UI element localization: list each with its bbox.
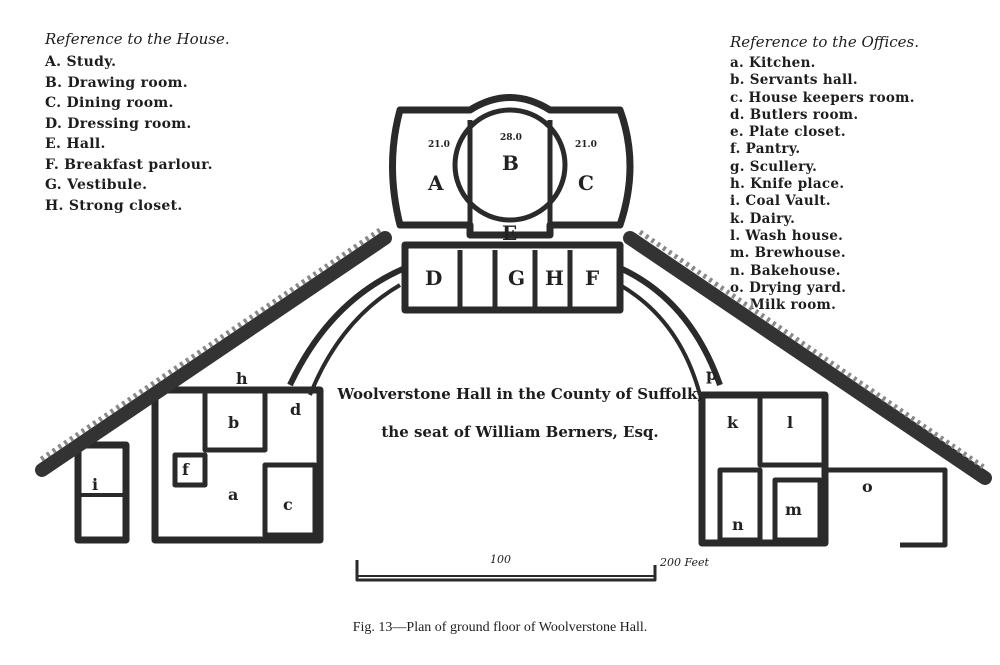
drawing-room-wall xyxy=(452,107,568,223)
office-label-a: a xyxy=(228,485,238,504)
legend-item: a. Kitchen. xyxy=(730,55,816,71)
office-label-h: h xyxy=(236,369,248,388)
office-label-n: n xyxy=(732,515,744,534)
legend-item: i. Coal Vault. xyxy=(730,193,831,210)
office-label-k: k xyxy=(727,413,739,432)
dimension-a: 21.0 xyxy=(428,140,450,150)
office-label-d: d xyxy=(290,400,301,419)
right-garden-wall xyxy=(623,231,992,485)
office-label-i: i xyxy=(92,475,98,494)
legend-item: G. Vestibule. xyxy=(45,177,148,193)
drying-yard-wall xyxy=(825,467,948,548)
legend-item: p. Milk room. xyxy=(730,297,837,314)
offices-legend: Reference to the Offices. a. Kitchen. b.… xyxy=(730,33,919,314)
offices-legend-title: Reference to the Offices. xyxy=(730,33,919,51)
legend-item: H. Strong closet. xyxy=(45,197,183,214)
room-label-g: G xyxy=(508,266,525,290)
legend-item: g. Scullery. xyxy=(730,158,818,175)
office-label-l: l xyxy=(787,413,793,432)
legend-item: d. Butlers room. xyxy=(730,106,859,123)
room-label-h: H xyxy=(545,266,564,290)
left-small-block xyxy=(74,441,130,544)
room-label-a: A xyxy=(427,171,444,195)
plan-title-line1: Woolverstone Hall in the County of Suffo… xyxy=(337,385,703,403)
legend-item: o. Drying yard. xyxy=(730,279,847,296)
legend-item: A. Study. xyxy=(45,54,117,70)
legend-item: B. Drawing room. xyxy=(45,74,188,91)
house-legend: Reference to the House. A. Study. B. Dra… xyxy=(45,30,230,216)
left-corridor-inner xyxy=(308,283,402,396)
office-label-b: b xyxy=(228,413,239,432)
scale-end-label: 200 Feet xyxy=(660,556,709,569)
room-label-c: C xyxy=(578,171,594,195)
plan-title-line2: the seat of William Berners, Esq. xyxy=(381,423,659,441)
room-label-b: B xyxy=(502,151,519,175)
legend-item: C. Dining room. xyxy=(45,95,174,111)
legend-item: h. Knife place. xyxy=(730,176,845,193)
legend-item: m. Brewhouse. xyxy=(730,245,846,262)
office-label-p: p xyxy=(706,365,717,384)
main-house-walls xyxy=(389,94,634,239)
office-label-f: f xyxy=(182,460,190,479)
right-corridor-inner xyxy=(618,283,702,396)
house-legend-title: Reference to the House. xyxy=(45,30,230,48)
front-range-walls xyxy=(401,241,624,314)
legend-item: e. Plate closet. xyxy=(730,124,846,141)
room-label-e: E xyxy=(502,221,517,245)
room-label-f: F xyxy=(585,266,599,290)
left-garden-wall xyxy=(35,231,392,477)
legend-item: l. Wash house. xyxy=(730,227,844,244)
legend-item: k. Dairy. xyxy=(730,210,796,227)
scale-bar xyxy=(355,560,657,582)
legend-item: n. Bakehouse. xyxy=(730,262,841,279)
legend-item: c. House keepers room. xyxy=(730,89,915,106)
dimension-b: 28.0 xyxy=(500,133,522,143)
legend-item: f. Pantry. xyxy=(730,141,801,158)
dimension-c: 21.0 xyxy=(575,140,597,150)
legend-item: F. Breakfast parlour. xyxy=(45,156,213,173)
legend-item: b. Servants hall. xyxy=(730,72,858,89)
scale-mid-label: 100 xyxy=(490,553,511,566)
left-corridor xyxy=(287,265,407,387)
figure-caption: Fig. 13—Plan of ground floor of Woolvers… xyxy=(352,620,648,635)
office-label-m: m xyxy=(785,500,802,519)
office-label-o: o xyxy=(862,477,873,496)
room-label-d: D xyxy=(425,266,442,290)
office-label-c: c xyxy=(283,495,293,514)
legend-item: E. Hall. xyxy=(45,136,106,152)
right-corridor xyxy=(618,265,723,386)
legend-item: D. Dressing room. xyxy=(45,115,192,132)
